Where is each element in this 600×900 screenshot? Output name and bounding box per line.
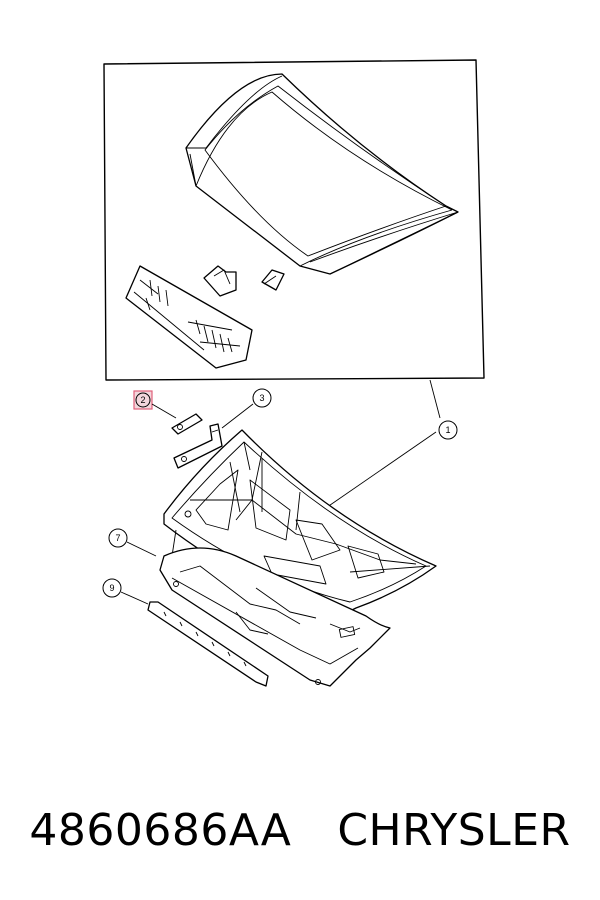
inset-frame [103,59,485,381]
hood-latch-bracket [203,265,237,297]
part-number: 4860686AA [29,804,292,856]
callout-1-label: 1 [445,425,450,435]
hood-hinge-bracket [173,423,223,469]
callout-2-leader [151,403,177,419]
part-caption: 4860686AA CHRYSLER [0,790,600,870]
hood-prop-rod-clip [171,413,203,435]
hood-silencer-pad [159,547,391,687]
hood-parts-diagram: 1 2 3 7 [102,59,485,687]
callout-3-label: 3 [259,393,264,403]
callout-3-circle [252,388,272,408]
callout-1-leader [429,379,441,419]
callout-9-circle [102,578,122,598]
callout-3-leader [221,403,254,429]
callout-9-label: 9 [109,583,114,593]
hood-insulator-pad [125,265,253,369]
callout-1-circle [438,420,458,440]
hood-bumper-block [261,269,285,291]
brand-name: CHRYSLER [337,804,571,856]
callout-2-label: 2 [140,395,145,405]
hood-outer-panel [185,73,459,275]
callout-9-leader [120,591,149,605]
callout-7-leader [126,541,157,557]
callout-7-label: 7 [115,533,120,543]
hood-weatherstrip-seal [147,601,269,687]
callout-7-circle [108,528,128,548]
callout-2-circle [135,392,151,408]
callout-1-leader-to-hood [319,431,437,513]
